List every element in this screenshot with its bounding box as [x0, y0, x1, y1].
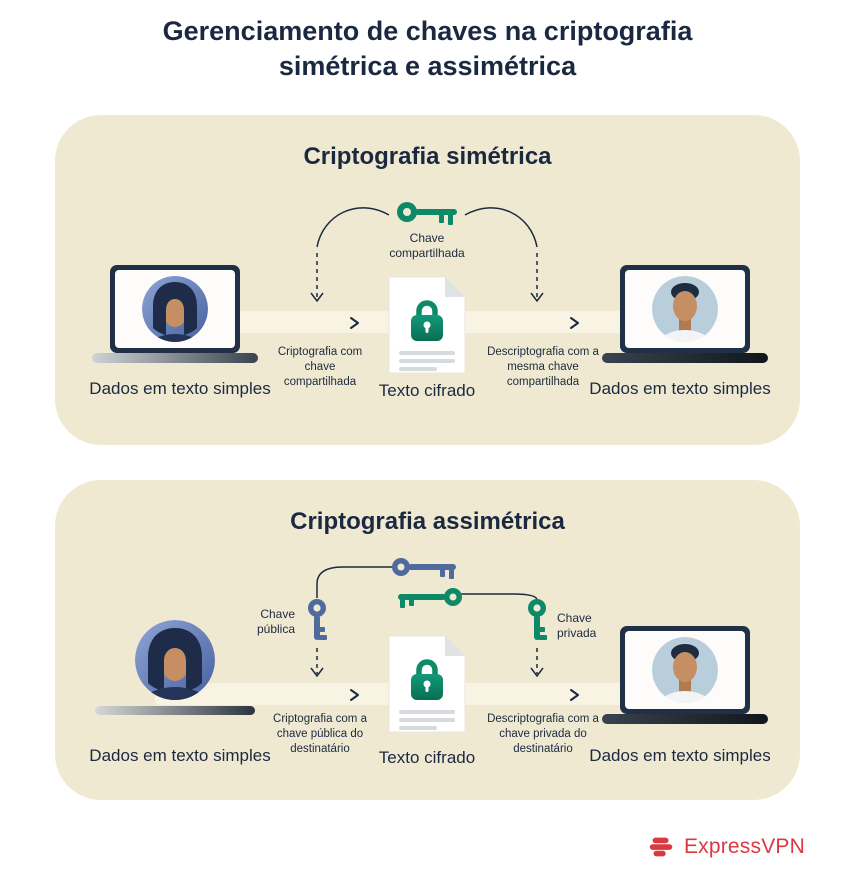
man-avatar	[652, 637, 718, 703]
private-key-label: Chave privada	[557, 611, 597, 640]
shared-key-icon	[395, 199, 459, 234]
man-avatar	[652, 276, 718, 342]
encrypt-caption: Criptografia com chave compartilhada	[277, 346, 363, 388]
woman-avatar	[135, 620, 215, 700]
receiver-laptop	[600, 626, 770, 731]
sender-avatar	[133, 618, 217, 707]
expressvpn-logo-icon	[649, 837, 673, 857]
receiver-laptop	[600, 265, 770, 370]
receiver-label: Dados em texto simples	[589, 379, 771, 398]
asymmetric-panel: Criptografia assimétrica	[55, 480, 800, 800]
arrow-right-icon	[350, 689, 359, 701]
symmetric-panel-title: Criptografia simétrica	[303, 143, 552, 170]
public-key-label: Chave pública	[256, 607, 295, 636]
page-title: Gerenciamento de chaves na criptografia …	[162, 16, 693, 82]
arrow-right-icon	[570, 689, 579, 701]
cipher-label: Texto cifrado	[378, 748, 476, 767]
cipher-document-icon	[381, 632, 473, 741]
public-key-icon	[304, 598, 330, 647]
arrow-right-icon	[350, 317, 359, 329]
laptop-base-bar	[95, 706, 255, 715]
symmetric-panel: Criptografia simétrica Chave compartilha…	[55, 115, 800, 445]
decrypt-caption: Descriptografia com a chave privada do d…	[487, 713, 599, 755]
private-key-icon	[524, 598, 550, 647]
brand-footer: ExpressVPN	[646, 832, 805, 862]
arrow-right-icon	[570, 317, 579, 329]
receiver-label: Dados em texto simples	[589, 746, 771, 765]
key-pair-icon	[390, 556, 464, 613]
brand-name: ExpressVPN	[683, 835, 805, 858]
sender-laptop	[90, 265, 260, 370]
encrypt-caption: Criptografia com a chave pública do dest…	[273, 713, 367, 755]
sender-label: Dados em texto simples	[89, 379, 271, 398]
sender-label: Dados em texto simples	[89, 746, 271, 765]
cipher-document-icon	[381, 273, 473, 382]
cipher-label: Texto cifrado	[378, 381, 476, 400]
decrypt-caption: Descriptografia com a mesma chave compar…	[487, 346, 599, 388]
shared-key-label: Chave compartilhada	[389, 231, 465, 260]
asymmetric-panel-title: Criptografia assimétrica	[290, 508, 565, 535]
